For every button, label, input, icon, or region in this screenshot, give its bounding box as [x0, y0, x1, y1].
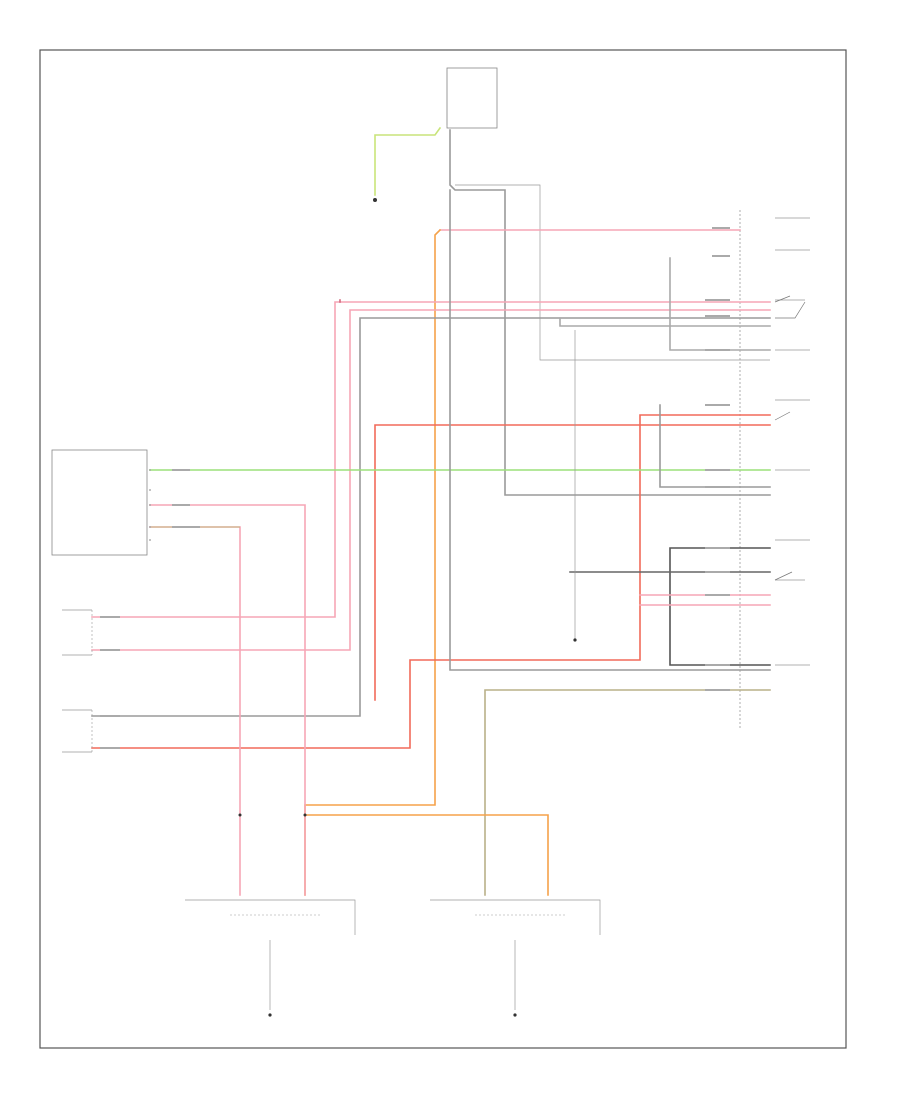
left-mirror-switch — [62, 609, 93, 656]
module-pins — [149, 469, 151, 541]
ground-right — [573, 600, 577, 642]
switch-contacts — [774, 295, 806, 581]
wire-gray-rm-2 — [559, 317, 771, 327]
wire-orange-riser — [304, 228, 442, 896]
wire-red-1 — [91, 414, 771, 749]
wire-pink-lm-1 — [91, 301, 771, 618]
wire-gray-fuse-2 — [455, 184, 770, 361]
wire-green-yellow-top — [374, 126, 442, 196]
diagram-frame — [39, 49, 847, 1049]
wire-gray-3 — [659, 404, 771, 488]
wire-pink-lm-2 — [91, 309, 771, 651]
wire-pink-module-2 — [149, 526, 241, 896]
left-mirror-motor — [185, 899, 356, 1017]
left-module — [51, 449, 148, 556]
wire-gray-4 — [669, 257, 771, 351]
wire-darkgray-1 — [669, 547, 771, 666]
wire-gray-fuse — [449, 129, 771, 496]
wire-olive — [484, 689, 771, 896]
ground-node-top — [373, 198, 377, 202]
right-mirror-motor — [430, 899, 601, 1017]
wire-label-markers — [100, 227, 730, 749]
wire-pink-module — [149, 504, 306, 896]
splice-left — [238, 813, 242, 817]
wire-orange-lower — [304, 814, 549, 896]
fuse-block-top — [446, 67, 498, 129]
right-terminals — [775, 217, 810, 666]
wire-gray-6 — [449, 189, 771, 671]
right-mirror-switch — [62, 709, 93, 753]
splice-mid — [303, 813, 307, 817]
wire-red-2 — [374, 424, 771, 701]
wire-gray-rm-1 — [91, 317, 771, 717]
